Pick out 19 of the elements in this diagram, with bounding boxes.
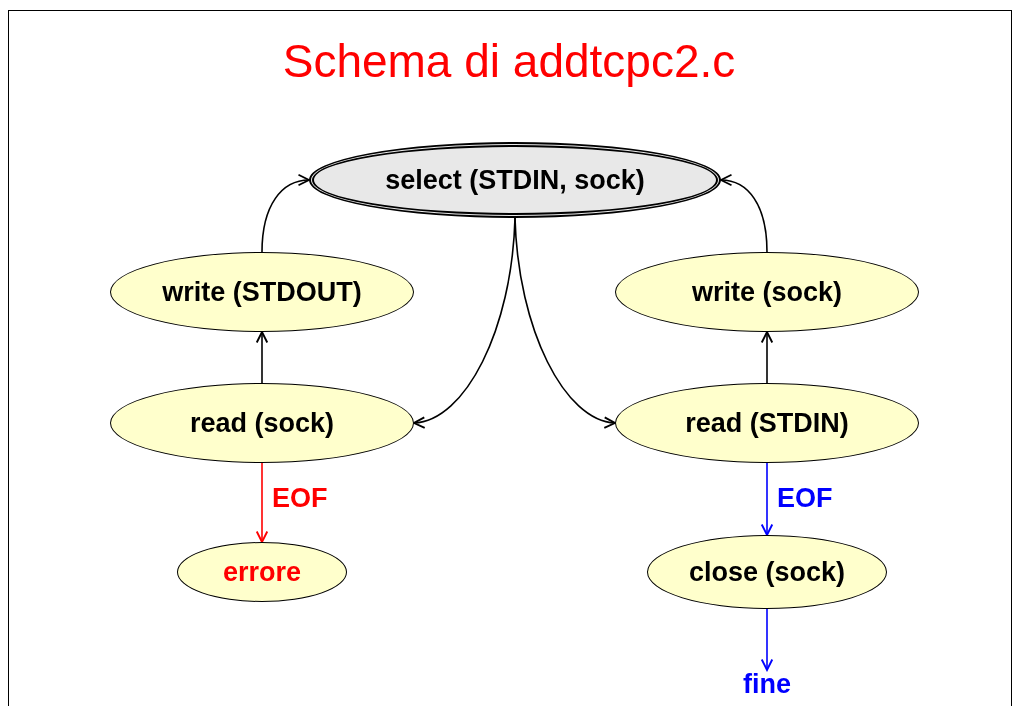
arrow <box>760 462 774 536</box>
arrow <box>255 331 269 384</box>
arrow <box>514 217 616 428</box>
node-label: write (sock) <box>691 276 842 308</box>
arrow <box>261 174 310 253</box>
edge-label: EOF <box>272 482 328 514</box>
arrow <box>720 174 768 253</box>
node-label: read (sock) <box>189 407 335 439</box>
node-label: close (sock) <box>688 556 846 588</box>
edge-label: EOF <box>777 482 833 514</box>
node-label: write (STDOUT) <box>162 276 362 308</box>
node-label: select (STDIN, sock) <box>385 164 645 196</box>
arrow <box>255 462 269 543</box>
arrow <box>760 608 774 671</box>
end-label: fine <box>733 670 801 698</box>
arrow <box>760 331 774 384</box>
node-label: read (STDIN) <box>685 407 849 439</box>
slide-title: Schema di addtcpc2.c <box>282 34 736 88</box>
node-label: errore <box>222 556 301 588</box>
